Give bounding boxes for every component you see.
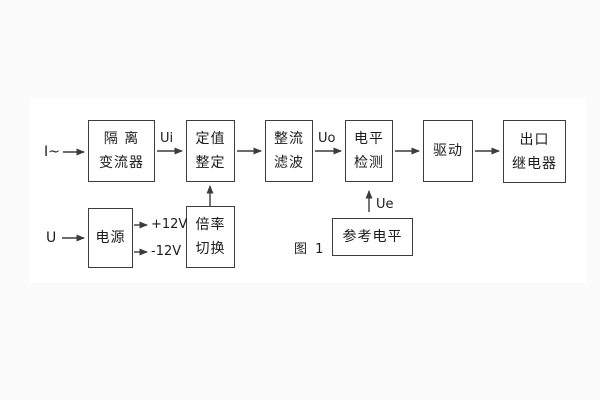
block-reference-level: 参考电平 [332, 218, 413, 256]
block-power-supply: 电源 [88, 208, 133, 268]
block-label-line: 电平 [354, 131, 384, 147]
block-label-line: 隔 离 [103, 131, 140, 147]
block-setpoint-setting: 定值 整定 [186, 120, 235, 182]
block-ratio-switch: 倍率 切换 [186, 206, 235, 268]
block-output-relay: 出口 继电器 [503, 120, 566, 183]
signal-uo-label: Uo [318, 131, 336, 146]
block-label-line: 定值 [195, 131, 226, 147]
supply-negative-label: -12V [151, 244, 182, 259]
block-label-line: 继电器 [512, 155, 557, 172]
block-label-line: 倍率 [195, 217, 226, 233]
block-label-line: 切换 [195, 241, 226, 257]
signal-ue-label: Ue [376, 197, 394, 212]
block-label-line: 电源 [95, 230, 126, 246]
input-voltage-label: U [46, 230, 57, 246]
block-isolation-converter: 隔 离 变流器 [88, 120, 155, 182]
block-label-line: 整定 [195, 155, 226, 171]
block-label-line: 整流 [274, 131, 304, 147]
block-label-line: 出口 [519, 131, 550, 148]
block-label-line: 变流器 [99, 155, 144, 171]
signal-ui-label: Ui [160, 131, 174, 146]
supply-positive-label: +12V [151, 217, 188, 232]
block-label-line: 滤波 [274, 155, 304, 171]
input-current-label: I~ [44, 144, 60, 160]
block-level-detection: 电平 检测 [345, 120, 393, 182]
block-drive: 驱动 [423, 120, 473, 182]
block-label-line: 驱动 [433, 143, 463, 159]
block-label-line: 检测 [354, 155, 384, 171]
figure-caption: 图 1 [294, 242, 326, 257]
block-rectify-filter: 整流 滤波 [265, 120, 313, 182]
block-label-line: 参考电平 [342, 229, 403, 245]
